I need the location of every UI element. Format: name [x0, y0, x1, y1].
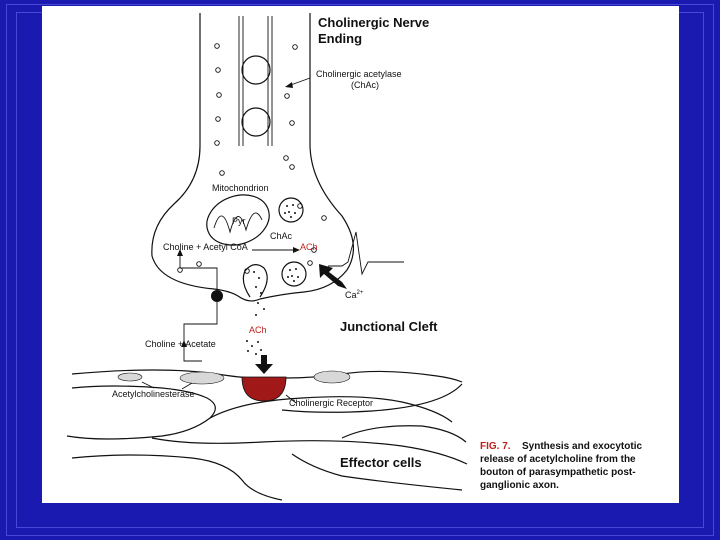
mitochondrion-label: Mitochondrion: [212, 183, 269, 193]
exocytosis-vesicle: [242, 264, 268, 316]
choline-acetate-line: [183, 302, 218, 362]
arrowhead: [293, 247, 300, 253]
chac-label: ChAc: [270, 231, 293, 241]
choline-acetate-label: Choline + Acetate: [145, 339, 216, 349]
effector-cell-outline: [151, 437, 468, 465]
receptor-pointer: [285, 394, 297, 404]
effector-cell-outline: [341, 425, 467, 443]
ache-pointer: [141, 381, 155, 389]
calcium-label: Ca2+: [345, 290, 364, 300]
figure-caption: FIG. 7. Synthesis and exocytotic release…: [480, 441, 642, 491]
effector-cell-outline: [209, 396, 453, 423]
ach-down-arrow-head: [255, 364, 273, 374]
caption-fig-label: FIG. 7.: [480, 441, 511, 452]
arrowhead: [181, 340, 187, 347]
arrowhead: [285, 82, 293, 88]
nerve-terminal-outline: [151, 13, 354, 302]
effector-cell-outline: [71, 454, 283, 501]
effector-cell-outline: [281, 383, 463, 413]
ach-cleft-label: ACh: [249, 325, 267, 335]
pyr-label: Pyr: [232, 216, 246, 226]
cholinergic-receptor-label: Cholinergic Receptor: [289, 398, 373, 408]
ach-vesicle-label: ACh: [300, 242, 318, 252]
effector-cell-outline: [66, 385, 216, 440]
effector-cell-outline: [291, 453, 463, 491]
axon-vesicle: [241, 55, 271, 85]
released-ach: [246, 340, 262, 355]
choline-acetylcoa-label: Choline + Acetyl CoA: [163, 242, 248, 252]
effector-cells-label: Effector cells: [340, 455, 422, 470]
ach-vesicle-top: [278, 197, 304, 223]
caption-line2: release of acetylcholine from the: [480, 454, 636, 465]
caption-line3: bouton of parasympathetic post-: [480, 467, 636, 478]
title-line2: Ending: [318, 31, 362, 46]
postjunctional-membrane: [71, 369, 463, 383]
ach-down-arrow-stem: [261, 355, 267, 366]
choline-uptake-line: [179, 254, 218, 296]
neuromuscular-diagram: Pyr: [66, 13, 642, 501]
caption-line1: Synthesis and exocytotic: [522, 441, 642, 452]
chac-full-label-1: Cholinergic acetylase: [316, 69, 402, 79]
mitochondrion: Pyr: [206, 194, 270, 246]
slide: Pyr: [42, 6, 679, 503]
arrowhead: [177, 249, 183, 256]
acetylcholinesterase-label: Acetylcholinesterase: [112, 389, 195, 399]
caption-line4: ganglionic axon.: [480, 480, 559, 491]
ache-pointer: [181, 382, 193, 390]
cholinergic-receptor: [241, 376, 287, 402]
chac-full-label-2: (ChAc): [351, 80, 379, 90]
calcium-arrow: [319, 264, 347, 289]
junctional-cleft-label: Junctional Cleft: [340, 319, 438, 334]
title-line1: Cholinergic Nerve: [318, 15, 429, 30]
action-potential-trace: [328, 231, 404, 276]
ach-vesicle-bottom: [281, 261, 307, 287]
acetylcholinesterase-patches: [117, 370, 351, 385]
axon-vesicle: [241, 107, 271, 137]
